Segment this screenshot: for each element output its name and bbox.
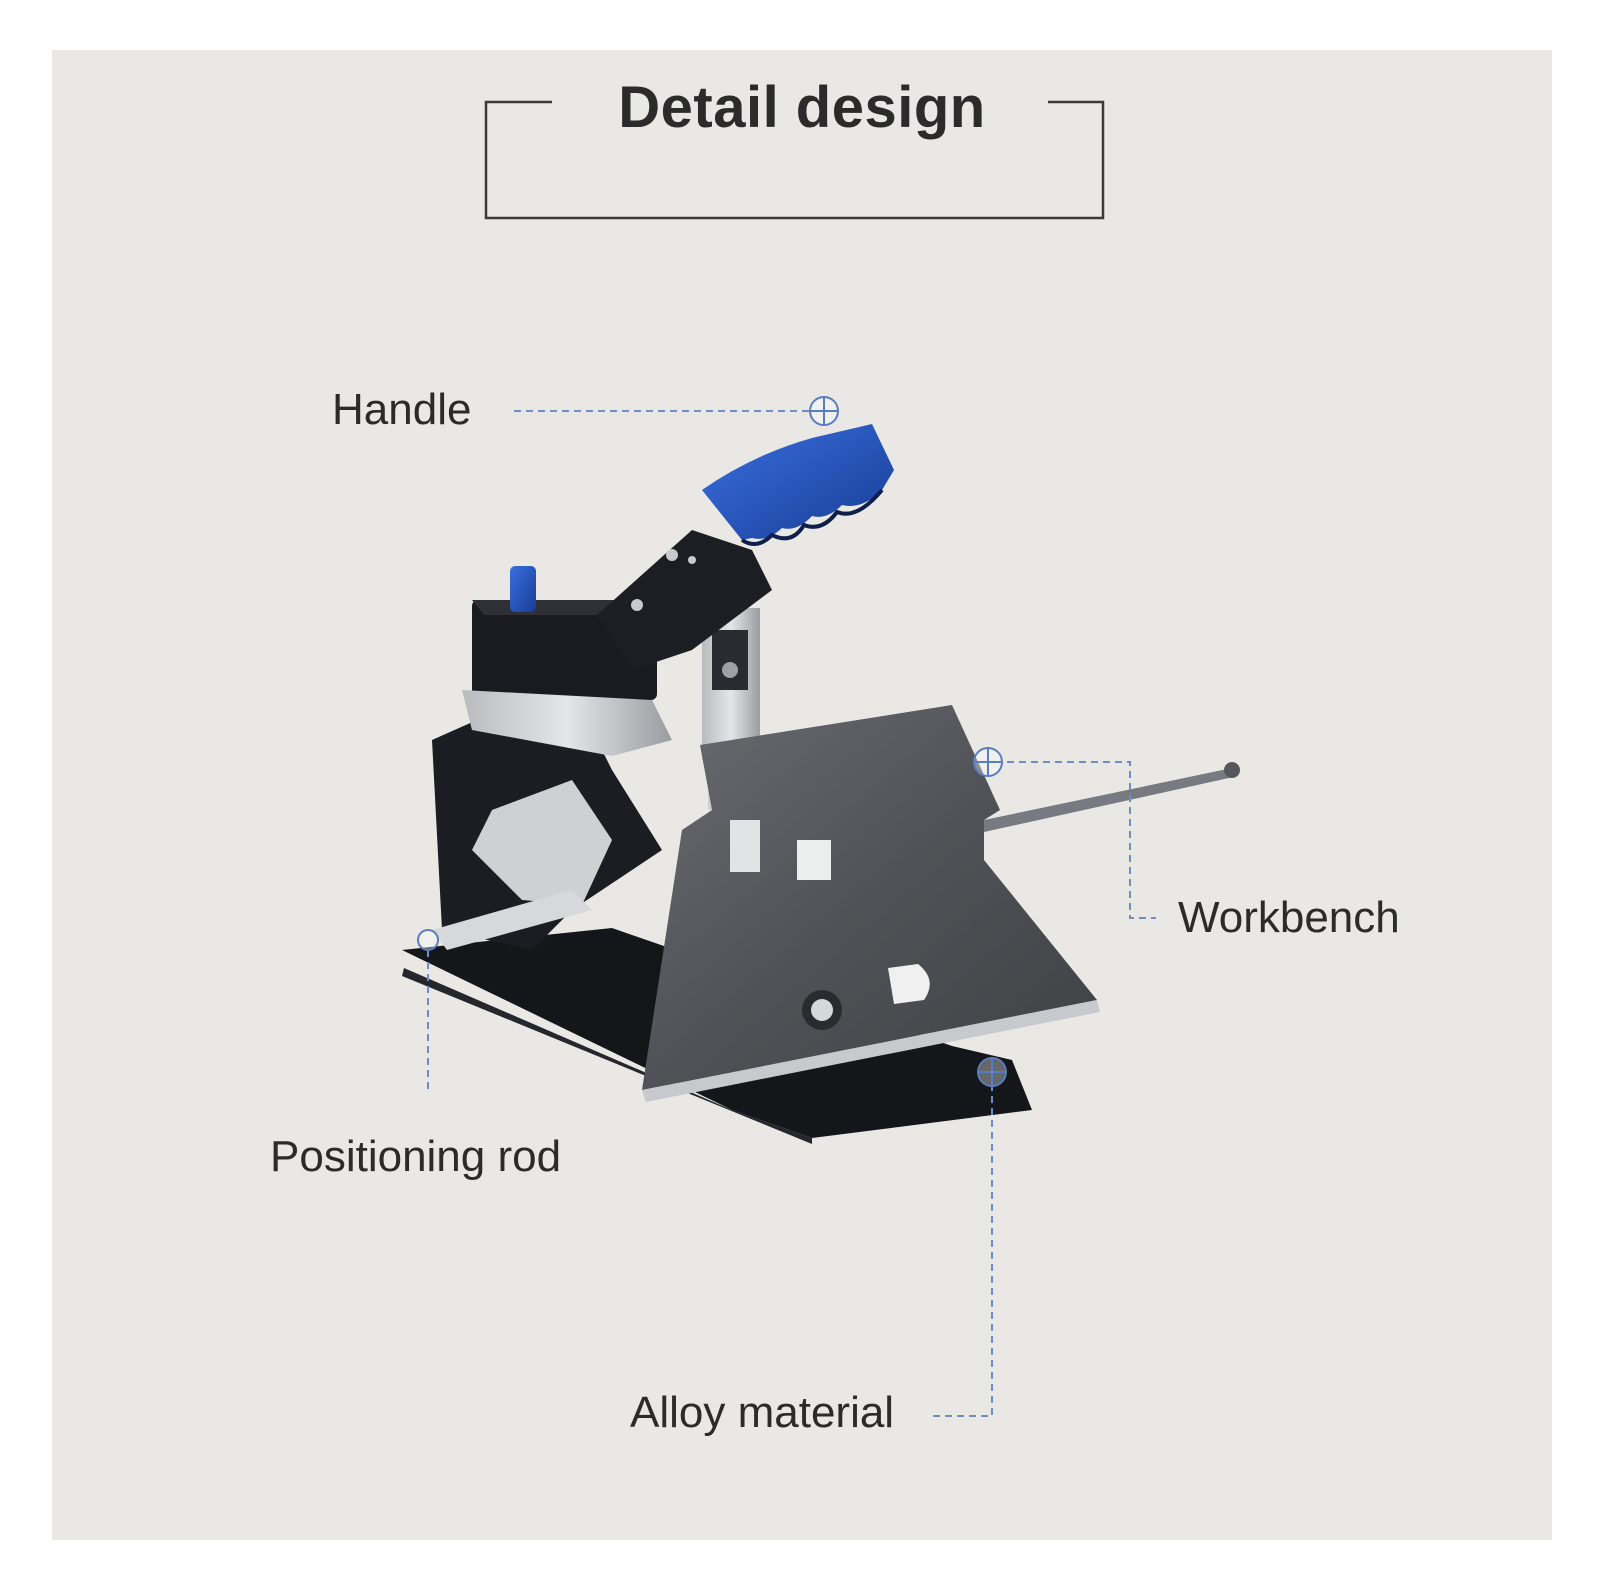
positioning-rod-label: Positioning rod [270,1132,562,1181]
product-detail-panel: Detail design [52,50,1552,1540]
workbench-label: Workbench [1178,893,1400,942]
title-frame [484,100,1105,220]
alloy-material-label: Alloy material [630,1388,895,1437]
page-title: Detail design [618,75,986,140]
stapler-illustration [402,396,1240,1417]
handle-label: Handle [332,385,472,434]
